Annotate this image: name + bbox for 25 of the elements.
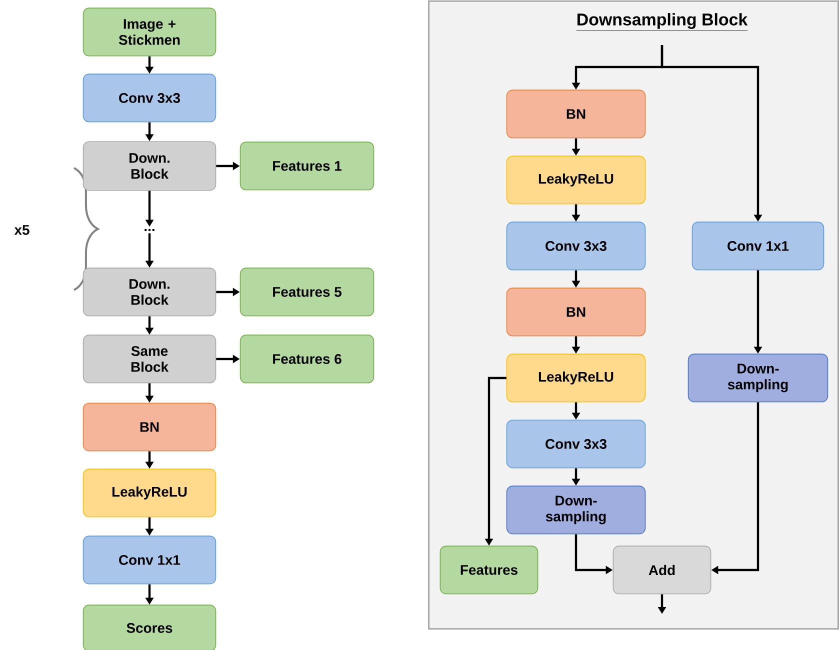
layer-box: BN bbox=[506, 288, 646, 336]
layer-box: Conv 1x1 bbox=[82, 536, 216, 584]
layer-box: Scores bbox=[82, 604, 216, 650]
layer-box: Features 6 bbox=[240, 334, 374, 384]
layer-box: Features bbox=[440, 546, 538, 594]
layer-box: LeakyReLU bbox=[506, 156, 646, 204]
layer-box: LeakyReLU bbox=[506, 354, 646, 402]
layer-box: Down- sampling bbox=[506, 486, 646, 534]
layer-box: Down. Block bbox=[82, 141, 216, 191]
ellipsis: ... bbox=[144, 228, 154, 232]
layer-box: BN bbox=[506, 90, 646, 138]
layer-box: Conv 1x1 bbox=[692, 222, 824, 270]
layer-box: LeakyReLU bbox=[82, 468, 216, 518]
layer-box: Down- sampling bbox=[688, 354, 828, 402]
layer-box: Features 1 bbox=[240, 142, 374, 190]
layer-box: Conv 3x3 bbox=[82, 74, 216, 122]
layer-box: Image + Stickmen bbox=[82, 8, 216, 56]
layer-box: Conv 3x3 bbox=[506, 420, 646, 468]
layer-box: BN bbox=[82, 402, 216, 452]
layer-box: Conv 3x3 bbox=[506, 222, 646, 270]
layer-box: Features 5 bbox=[240, 268, 374, 316]
layer-box: Same Block bbox=[82, 334, 216, 384]
layer-box: Add bbox=[612, 546, 712, 594]
repeat-label: x5 bbox=[14, 225, 30, 235]
layer-box: Down. Block bbox=[82, 268, 216, 316]
